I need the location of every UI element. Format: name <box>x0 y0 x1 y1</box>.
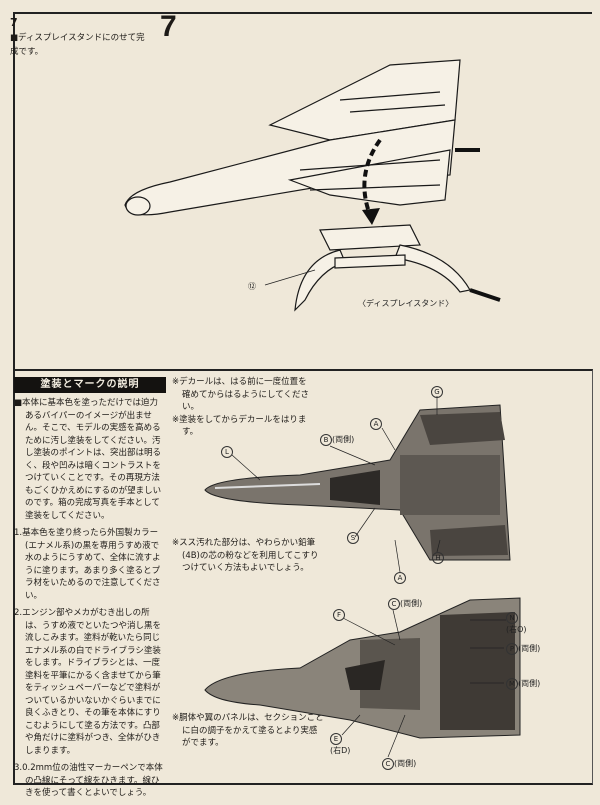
decal-label-f: F <box>333 609 345 621</box>
decal-label-b: B(両側) <box>320 434 354 446</box>
part-number-label: ⑫ <box>248 282 256 291</box>
side-view-photo <box>204 597 521 739</box>
painting-step-3: 3.0.2mm位の油性マーカーペンで本体の凸線にそって線をひきます。線ひきを使っ… <box>14 763 163 798</box>
decal-note: ※デカールは、はる前に一度位置を確めてからはるようにしてください。 <box>172 377 309 412</box>
decal-label-c2: C(両側) <box>382 758 416 770</box>
ship-lower-wing <box>287 149 451 206</box>
page-number: 7 <box>10 16 18 29</box>
painting-step-1: 1.基本色を塗り終ったら外国製カラー(エナメル系)の黒を専用うすめ液で水のように… <box>14 528 161 601</box>
ship-upper-wing <box>268 59 461 141</box>
stand-caption: 〈ディスプレイスタンド〉 <box>358 299 454 308</box>
display-stand <box>294 224 471 312</box>
step-number: 7 <box>160 10 177 43</box>
decal-label-c: C(両側) <box>388 598 422 610</box>
decal-label-p: P(両側) <box>506 643 540 655</box>
section-heading: 塗装とマークの説明 <box>14 377 166 393</box>
decal-label-g: G <box>431 386 443 398</box>
panel-note: ※胴体や翼のパネルは、セクションごとに白の調子をかえて塗るとより実感がでます。 <box>172 713 324 748</box>
decal-notes: ※デカールは、はる前に一度位置を確めてからはるようにしてください。 ※塗装をして… <box>172 376 314 439</box>
decal-label-h: H <box>432 552 444 564</box>
decal-label-a: A <box>370 418 382 430</box>
decal-label-m: M(両側) <box>506 678 540 690</box>
arrow-down-icon <box>362 138 382 216</box>
decal-label-s: S <box>347 532 359 544</box>
decal-label-l: L <box>221 446 233 458</box>
painting-step-2: 2.エンジン部やメカがむき出しの所は、うすめ液でといたつや消し黒を流しこみます。… <box>14 608 162 756</box>
decal-label-n: N(右O) <box>506 612 527 634</box>
ship-on-stand-illustration <box>124 59 501 312</box>
top-view-photo <box>204 404 511 561</box>
step-instruction: ■ディスプレイスタンドにのせて完成です。 <box>10 33 145 57</box>
soot-note: ※スス汚れた部分は、やわらかい鉛筆(4B)の芯の粉などを利用してこすりつけていく… <box>172 538 319 573</box>
decal-label-a2: A <box>394 572 406 584</box>
painting-instructions-panel <box>13 369 593 785</box>
intro-text: ■本体に基本色を塗っただけでは迫力あるバイパーのイメージが出ません。そこで、モデ… <box>14 398 162 521</box>
decal-order-note: ※塗装をしてからデカールをはります。 <box>172 414 307 438</box>
decal-label-e: E(右D) <box>330 733 351 755</box>
painting-text-column: 塗装とマークの説明 ■本体に基本色を塗っただけでは迫力あるバイパーのイメージが出… <box>14 377 166 805</box>
